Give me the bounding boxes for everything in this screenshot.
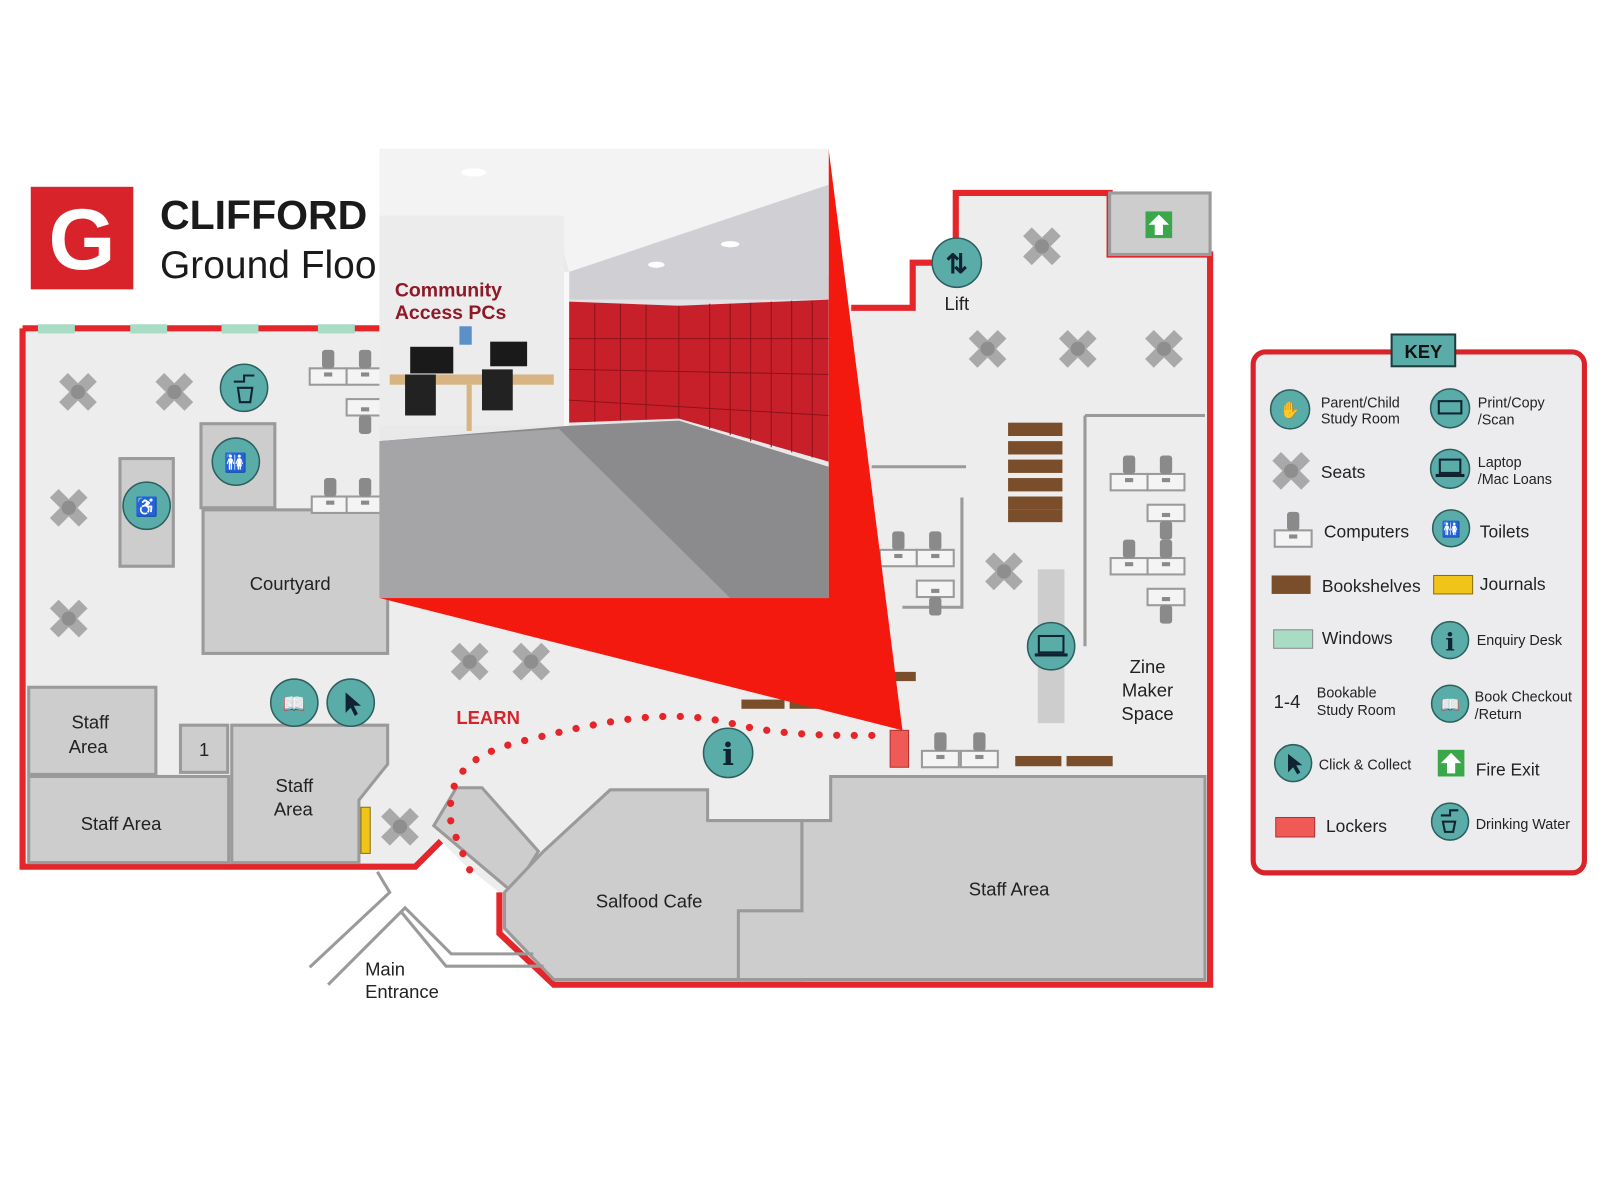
floor-name: Ground Floo [160,244,377,287]
svg-text:🚻: 🚻 [224,452,247,474]
key-label: Bookable [1317,686,1377,702]
book-return-icon[interactable]: 📖 [269,678,319,727]
key-label: 1-4 [1274,691,1301,712]
learn-zone-label: LEARN [456,707,520,728]
zine-label: Space [1121,703,1173,724]
staff-area-label: Area [69,736,109,757]
map-key: KEY ✋ Parent/Child Study Room Print/Copy… [1250,333,1587,876]
community-pcs-photo: Community Access PCs [379,148,829,599]
key-label: Click & Collect [1319,757,1411,773]
key-title: KEY [1404,341,1442,362]
courtyard-label: Courtyard [250,573,331,594]
key-label: /Return [1475,707,1522,723]
key-label: Laptop [1478,455,1522,471]
journal-swatch [1433,574,1474,595]
book-return-icon: 📖 [1430,684,1470,723]
study-room-number: 1 [199,739,209,760]
accessible-toilet-icon: ♿ [122,481,172,531]
route-to-lockers [446,712,886,874]
svg-text:i: i [722,737,734,773]
laptop-loans-icon[interactable] [1026,621,1076,671]
svg-text:⇅: ⇅ [946,249,968,279]
water-tap-icon [1430,802,1470,841]
toilets-icon: 🚻 [211,437,261,487]
parent-child-icon: ✋ [1269,389,1311,430]
key-label: Study Room [1317,703,1396,719]
key-label: /Mac Loans [1478,472,1552,488]
enquiry-desk-icon[interactable]: i [702,727,754,779]
cafe-label: Salfood Cafe [596,891,703,912]
cursor-icon [1273,743,1313,783]
printer-icon [1429,388,1471,429]
click-collect-icon[interactable] [326,678,376,727]
key-label: Parent/Child [1321,395,1400,411]
zine-label: Zine [1130,656,1166,677]
fire-exit-icon [1437,749,1465,777]
entrance-label: Entrance [365,981,439,1002]
staff-area-label: Staff [276,775,314,796]
photo-callout-pointer [379,148,903,731]
zine-label: Maker [1122,679,1173,700]
building-name: CLIFFORD [160,192,367,238]
svg-text:🚻: 🚻 [1442,520,1461,538]
courtyard-room [201,508,390,655]
fire-exit-icon [1145,211,1173,239]
key-label: Drinking Water [1476,817,1571,833]
svg-text:✋: ✋ [1280,400,1300,419]
journals-shelf [360,806,371,854]
info-icon: i [1430,620,1470,660]
key-label: Toilets [1480,522,1530,542]
locker-swatch [1275,816,1316,838]
svg-text:📖: 📖 [283,693,306,714]
windows [37,324,355,334]
svg-text:♿: ♿ [135,496,158,518]
staff-area-label: Staff Area [969,878,1050,899]
key-label: Study Room [1321,412,1400,428]
key-label: Seats [1321,462,1366,482]
entrance-label: Main [365,958,405,979]
key-label: Lockers [1326,816,1387,836]
toilets-icon: 🚻 [1431,509,1471,548]
photo-sign-text: Access PCs [395,302,507,324]
key-label: Fire Exit [1476,759,1540,779]
key-label: Journals [1480,574,1546,594]
key-label: Enquiry Desk [1477,633,1563,649]
lift-label: Lift [944,293,969,314]
drinking-water-icon [219,363,269,413]
bookshelf-swatch [1271,575,1311,594]
logo-letter: G [49,192,116,288]
svg-text:i: i [1445,627,1454,656]
staff-area-label: Staff Area [81,813,162,834]
laptop-icon [1429,448,1471,490]
staff-area-label: Staff [71,711,109,732]
window-swatch [1273,629,1314,649]
key-label: Windows [1322,628,1393,648]
lift-icon: ⇅ [931,237,983,289]
key-label: Book Checkout [1475,690,1572,706]
key-label: Print/Copy [1478,395,1546,411]
key-label: Computers [1324,522,1409,542]
key-label: Bookshelves [1322,576,1421,596]
library-logo: G [30,186,134,290]
svg-text:📖: 📖 [1440,697,1459,714]
photo-sign-text: Community [395,280,502,302]
staff-area-label: Area [274,798,314,819]
lockers [889,729,910,768]
study-room-1[interactable] [178,723,230,774]
key-label: /Scan [1478,413,1515,429]
